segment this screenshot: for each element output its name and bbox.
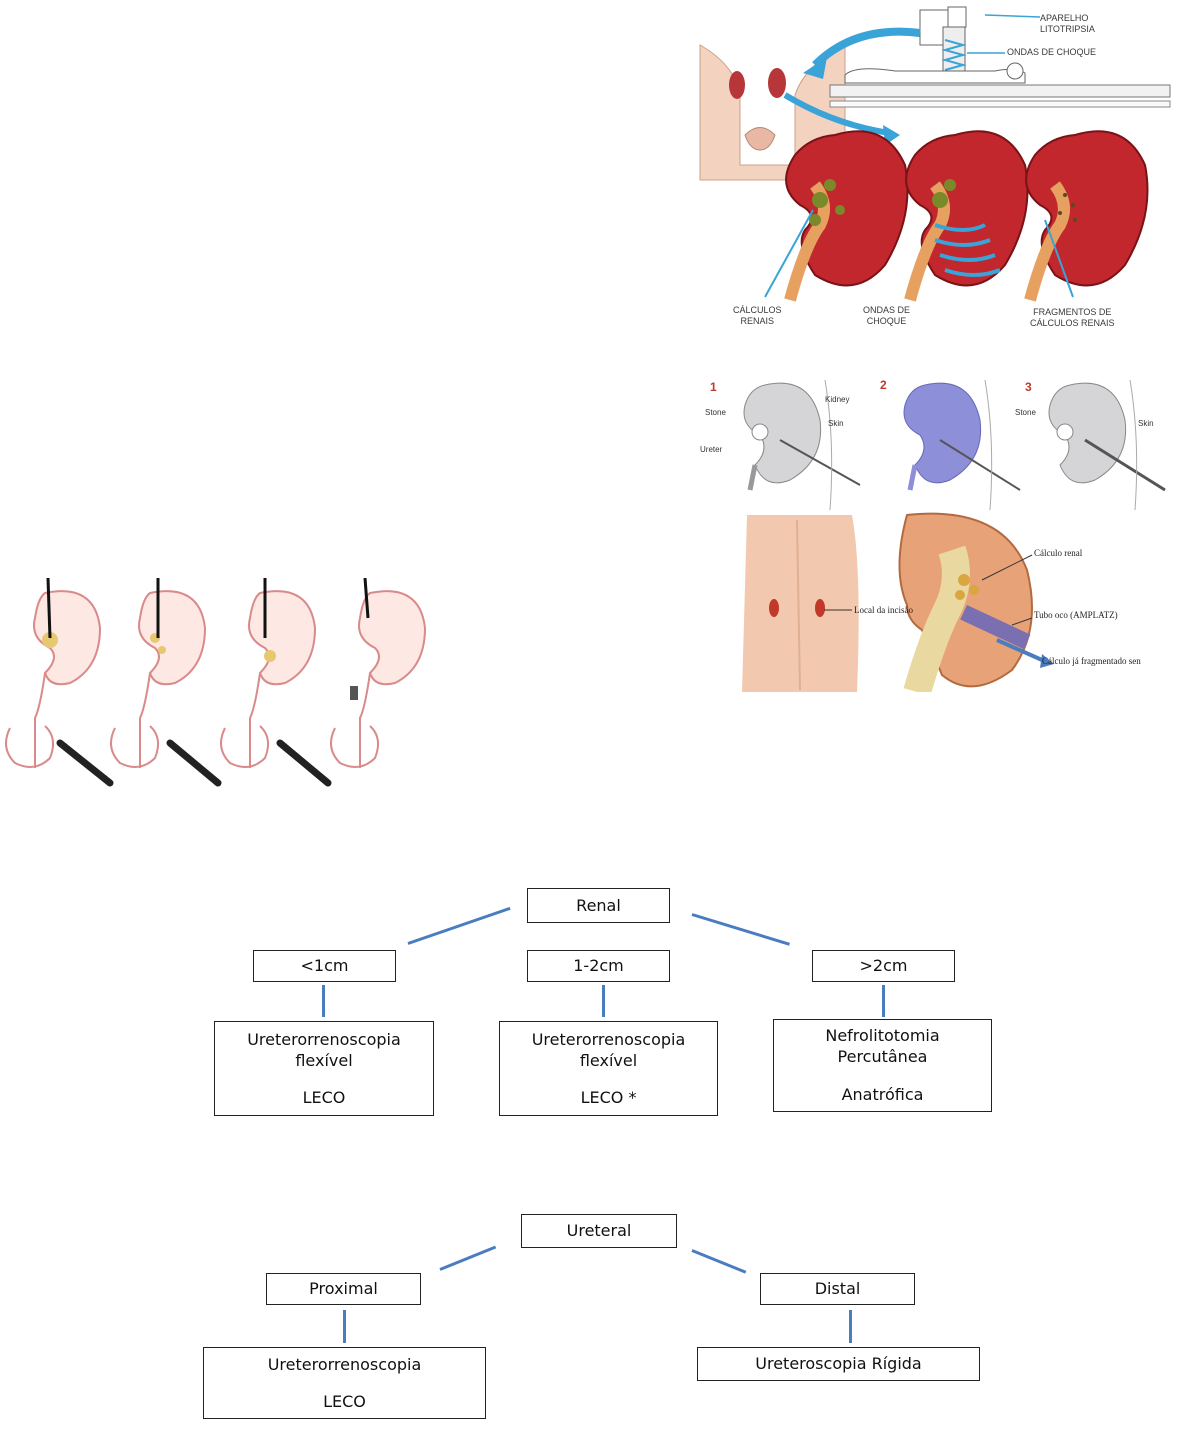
renal-size-lt1-box: <1cm [253,950,396,982]
pcnl-steps-illustration: 1 2 3 Kidney Stone Skin Ureter Stone Ski… [700,375,1178,510]
label-stone-3: Stone [1015,408,1036,417]
renal-treatment-gt2-box: Nefrolitotomia Percutânea Anatrófica [773,1019,992,1112]
ureteroscopy-illustration [0,578,440,793]
renal-size-1-2-box: 1-2cm [527,950,670,982]
label-incision-site: Local da incisão [854,605,913,615]
renal-treatment-lt1-box: Ureterorrenoscopia flexível LECO [214,1021,434,1116]
connector-distal [849,1310,852,1343]
connector-renal-right [691,913,790,946]
label-fragmented: Cálculo já fragmentado sen [1042,656,1141,666]
label-skin-1: Skin [828,419,844,428]
connector-ureteral-left [439,1245,497,1271]
connector-lt1 [322,985,325,1017]
label-ureter: Ureter [700,445,723,454]
ureteral-treatment-distal-box: Ureteroscopia Rígida [697,1347,980,1381]
renal-size-gt2-box: >2cm [812,950,955,982]
ureteral-distal-box: Distal [760,1273,915,1305]
step-1-number: 1 [710,380,717,394]
connector-renal-left [407,906,511,945]
ureteral-proximal-box: Proximal [266,1273,421,1305]
step-3-number: 3 [1025,380,1032,394]
connector-ureteral-right [691,1249,747,1274]
label-stone-1: Stone [705,408,726,417]
label-renal-stone: Cálculo renal [1034,548,1083,558]
connector-proximal [343,1310,346,1343]
label-skin-3: Skin [1138,419,1154,428]
label-shock-waves-top: ONDAS DE CHOQUE [1007,47,1097,57]
ureteral-root-box: Ureteral [521,1214,677,1248]
renal-root-box: Renal [527,888,670,923]
connector-1-2 [602,985,605,1017]
label-amplatz: Tubo oco (AMPLATZ) [1034,610,1118,620]
step-2-number: 2 [880,378,887,392]
pcnl-anatomy-illustration: Local da incisão Cálculo renal Tubo oco … [742,510,1178,692]
renal-treatment-1-2-box: Ureterorrenoscopia flexível LECO * [499,1021,718,1116]
ureteral-treatment-proximal-box: Ureterorrenoscopia LECO [203,1347,486,1419]
label-kidney: Kidney [825,395,850,404]
connector-gt2 [882,985,885,1017]
